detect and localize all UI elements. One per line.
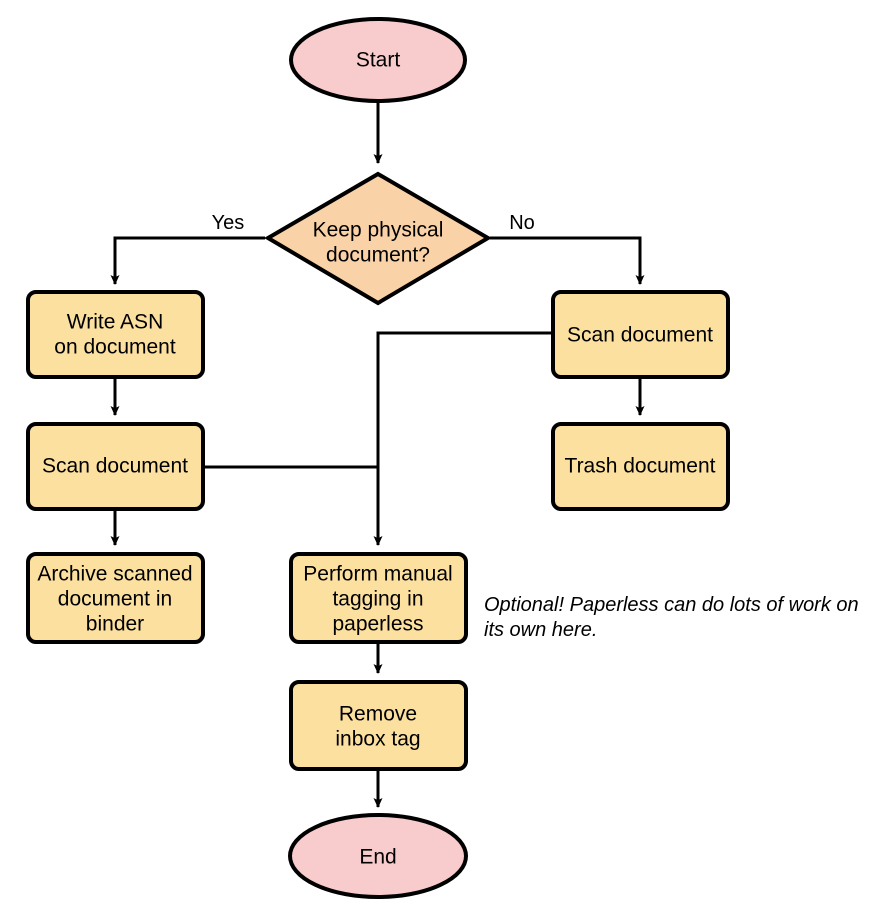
node-decision-label-line2: document? [326, 244, 430, 267]
node-decision-shape [264, 171, 492, 306]
node-start-shape [289, 17, 467, 103]
node-start[interactable]: Start [289, 17, 467, 103]
node-write-asn-label-line2: on document [54, 336, 176, 359]
edge-label-no: No [509, 212, 535, 234]
node-archive-label-line1: Archive scanned [37, 563, 192, 586]
node-write-asn-label-line1: Write ASN [67, 311, 163, 334]
node-remove-inbox-tag-shape [289, 680, 468, 771]
annotation-line-2: its own here. [484, 619, 597, 641]
node-scan-document-left-shape [26, 422, 205, 511]
node-decision-keep-physical-document[interactable]: Keep physical document? [264, 171, 492, 306]
node-archive-label-line3: binder [86, 613, 144, 636]
edge-decision-yes-to-write-asn [110, 236, 265, 285]
node-tagging-label-line2: tagging in [332, 588, 423, 611]
edge-decision-no-to-scan-right [490, 236, 645, 285]
node-end-label: End [359, 846, 396, 869]
node-tagging-label-line1: Perform manual [303, 563, 452, 586]
node-scan-document-right-label: Scan document [567, 324, 713, 347]
node-remove-inbox-tag[interactable]: Remove inbox tag [289, 680, 468, 771]
edge-label-yes: Yes [212, 212, 245, 234]
node-remove-inbox-tag-label-line1: Remove [339, 703, 417, 726]
node-write-asn-shape [26, 290, 205, 379]
node-trash-document[interactable]: Trash document [551, 422, 730, 511]
node-trash-document-label: Trash document [565, 455, 716, 478]
node-archive-scanned-document[interactable]: Archive scanned document in binder [26, 552, 205, 644]
node-remove-inbox-tag-label-line2: inbox tag [335, 728, 420, 751]
node-write-asn-on-document[interactable]: Write ASN on document [26, 290, 205, 379]
node-perform-manual-tagging[interactable]: Perform manual tagging in paperless [289, 552, 468, 644]
node-archive-shape [26, 552, 205, 644]
node-decision-label-line1: Keep physical [313, 219, 444, 242]
node-start-label: Start [356, 49, 401, 72]
node-tagging-shape [289, 552, 468, 644]
node-end[interactable]: End [288, 813, 468, 899]
node-scan-document-left[interactable]: Scan document [26, 422, 205, 511]
node-archive-label-line2: document in [58, 588, 172, 611]
node-tagging-label-line3: paperless [332, 613, 423, 636]
node-end-shape [288, 813, 468, 899]
node-trash-document-shape [551, 422, 730, 511]
node-scan-document-left-label: Scan document [42, 455, 188, 478]
node-scan-document-right-shape [551, 290, 730, 379]
edge-scan-right-to-tagging [373, 331, 552, 546]
node-scan-document-right[interactable]: Scan document [551, 290, 730, 379]
annotation-line-1: Optional! Paperless can do lots of work … [484, 594, 859, 616]
